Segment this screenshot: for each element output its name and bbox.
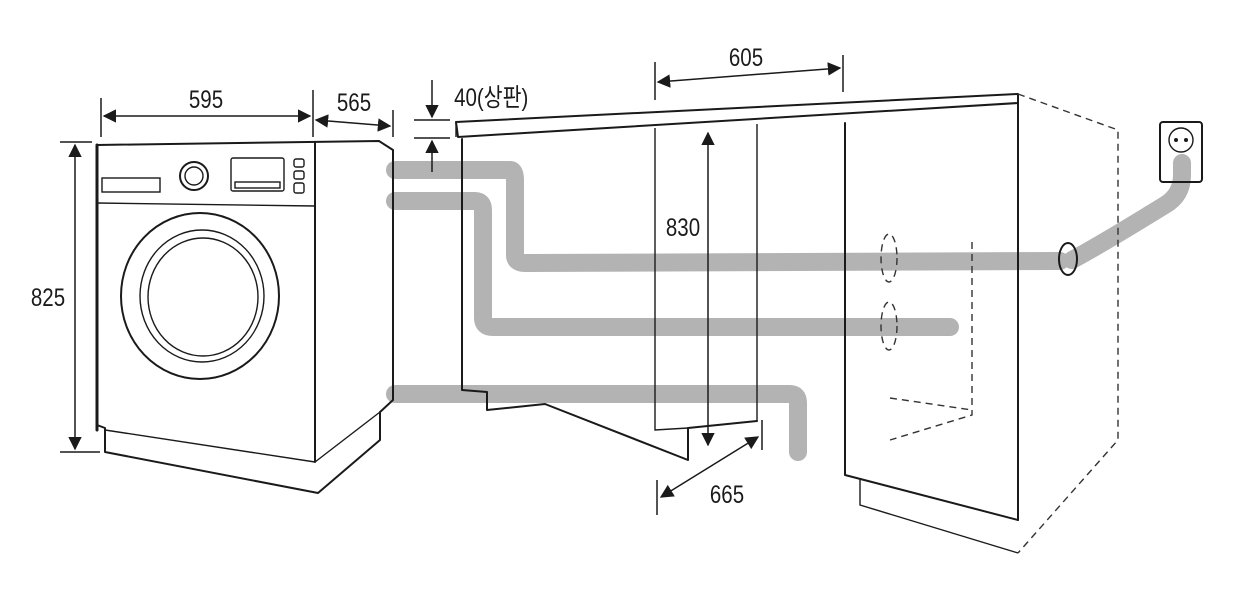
built-in-cabinet xyxy=(455,93,1203,554)
drain-pipe xyxy=(386,385,807,461)
pipes xyxy=(386,154,1191,461)
upper-water-pipe xyxy=(386,161,1069,272)
washing-machine xyxy=(95,140,394,494)
washer-height-label: 825 xyxy=(31,283,65,311)
dimension-labels: 595 565 40(상판) 825 605 830 665 xyxy=(31,43,763,508)
power-cord xyxy=(1063,154,1191,269)
cabinet-height-label: 830 xyxy=(666,213,700,241)
cabinet-width-label: 605 xyxy=(729,43,763,71)
cabinet-depth-label: 665 xyxy=(710,480,744,508)
washer-depth-label: 565 xyxy=(337,88,371,116)
worktop-thickness-label: 40(상판) xyxy=(454,83,528,111)
middle-water-pipe xyxy=(386,192,959,336)
washer-width-label: 595 xyxy=(189,85,223,113)
dimension-lines xyxy=(60,55,844,515)
